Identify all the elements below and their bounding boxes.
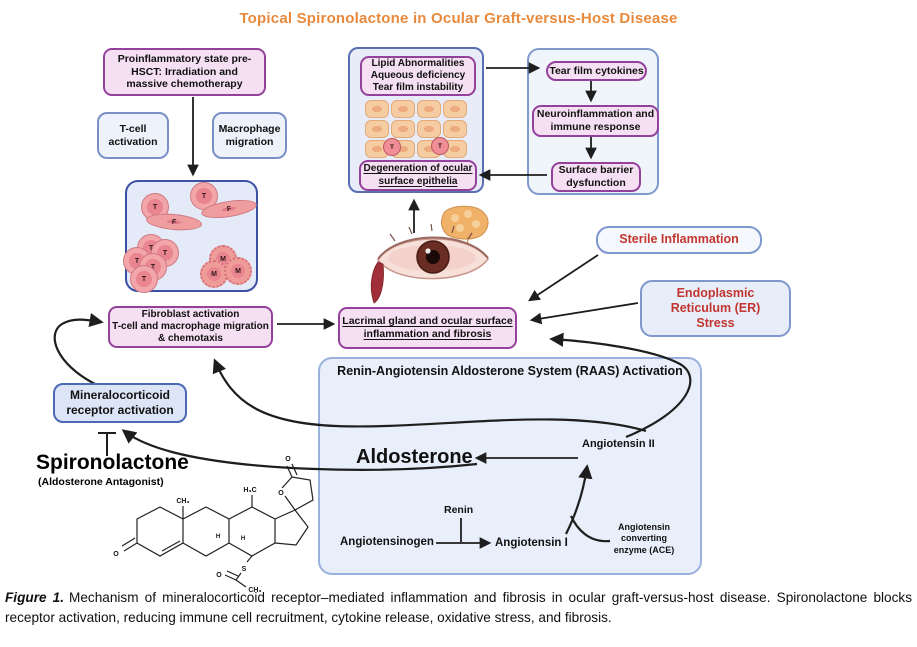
renin-label: Renin <box>444 504 474 516</box>
caption-text: Mechanism of mineralocorticoid receptor–… <box>5 590 912 626</box>
macrophage-cell-icon: M <box>224 257 252 285</box>
spironolactone-name: Spironolactone <box>36 451 189 474</box>
ace-label: Angiotensin converting enzyme (ACE) <box>613 522 675 555</box>
arrow-receptor-to-fibroblast-feedback <box>53 312 104 385</box>
tear-film-cytokines-box: Tear film cytokines <box>546 61 647 81</box>
epithelial-cell-icon <box>391 120 415 138</box>
lacrimal-gland-box: Lacrimal gland and ocular surface inflam… <box>338 307 517 349</box>
atom-label: H₃C <box>243 487 256 494</box>
atom-label: S <box>242 566 247 573</box>
arrow-sterile-to-lacrimal <box>528 254 599 302</box>
fibroblast-cell-icon: F <box>145 211 203 233</box>
er-stress-box: Endoplasmic Reticulum (ER) Stress <box>640 280 791 337</box>
angiotensin-1-label: Angiotensin I <box>495 537 568 549</box>
sterile-inflammation-box: Sterile Inflammation <box>596 226 762 254</box>
atom-label: H <box>241 536 245 542</box>
atom-label: O <box>216 572 222 579</box>
epithelial-cell-icon <box>443 120 467 138</box>
epithelial-cell-icon <box>365 100 389 118</box>
spironolactone-subtitle: (Aldosterone Antagonist) <box>38 476 164 488</box>
fibroblast-activation-box: Fibroblast activation T-cell and macroph… <box>108 306 273 348</box>
figure-caption: Figure 1.Mechanism of mineralocorticoid … <box>5 588 912 629</box>
atom-label: CH₃ <box>248 587 261 594</box>
surface-barrier-box: Surface barrier dysfunction <box>551 162 641 192</box>
epithelial-cell-icon <box>365 120 389 138</box>
eyelashes-icon <box>389 223 473 242</box>
macrophage-migration-box: Macrophage migration <box>212 112 287 159</box>
inflamed-eye-illustration <box>370 205 489 304</box>
eye-pupil-icon <box>426 250 440 264</box>
atom-label: CH₃ <box>176 498 189 505</box>
epithelial-cell-icon <box>391 100 415 118</box>
atom-label: H <box>216 534 220 540</box>
epithelial-cell-icon <box>417 120 441 138</box>
infiltrating-t-cell-icon: T <box>431 137 449 155</box>
atom-label: O <box>285 456 291 463</box>
t-cell-activation-box: T-cell activation <box>97 112 169 159</box>
lacrimal-gland-icon <box>441 205 489 240</box>
lipid-abnormalities-box: Lipid Abnormalities Aqueous deficiency T… <box>360 56 476 96</box>
ocular-surface-panel: Lipid Abnormalities Aqueous deficiency T… <box>348 47 484 193</box>
immune-cells-panel: T T F F T T T T T M M M <box>123 180 258 293</box>
angiotensinogen-label: Angiotensinogen <box>340 536 434 548</box>
t-cell-icon: T <box>130 265 158 293</box>
mineralocorticoid-receptor-box: Mineralocorticoid receptor activation <box>53 383 187 423</box>
proinflammatory-box: Proinflammatory state pre- HSCT: Irradia… <box>103 48 266 96</box>
epithelial-cell-icon <box>417 100 441 118</box>
inflamed-duct-icon <box>370 261 384 304</box>
atom-label: O <box>113 551 119 558</box>
infiltrating-t-cell-icon: T <box>383 138 401 156</box>
caption-label: Figure 1. <box>5 590 65 605</box>
arrow-er-stress-to-lacrimal <box>529 302 639 325</box>
degeneration-box: Degeneration of ocular surface epithelia <box>359 160 477 191</box>
aldosterone-label: Aldosterone <box>356 446 473 468</box>
macrophage-cell-icon: M <box>200 260 228 288</box>
cytokine-cascade-panel: Tear film cytokines Neuroinflammation an… <box>527 48 659 195</box>
raas-title: Renin-Angiotensin Aldosterone System (RA… <box>337 364 683 378</box>
epithelial-cell-icon <box>443 100 467 118</box>
neuroinflammation-box: Neuroinflammation and immune response <box>532 105 659 137</box>
figure-title: Topical Spironolactone in Ocular Graft-v… <box>239 10 678 27</box>
angiotensin-2-label: Angiotensin II <box>582 438 655 450</box>
epithelium-illustration <box>365 100 471 158</box>
atom-label: O <box>278 490 284 497</box>
